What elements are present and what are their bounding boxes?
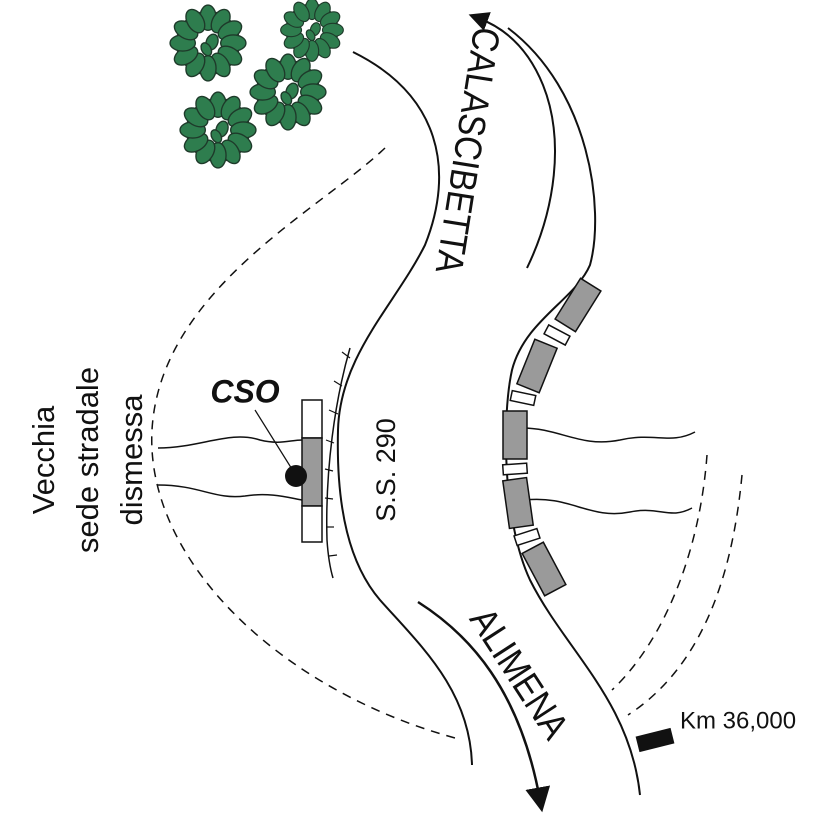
- dashed-line: [611, 454, 708, 691]
- station-point-icon: [285, 465, 307, 487]
- old-road-line-1: Vecchia: [26, 405, 61, 514]
- cso-leader: [254, 409, 296, 475]
- kilometer-marker-label: Km 36,000: [680, 707, 796, 734]
- dashed-line: [627, 474, 743, 716]
- road-edge-left: [336, 51, 473, 766]
- direction-arrow-icon: [417, 600, 551, 813]
- station-label: CSO: [210, 373, 279, 409]
- wavy-line: [157, 484, 303, 501]
- old-road-dashed: [151, 147, 456, 739]
- tree-icon: [248, 52, 328, 132]
- road-name-label: S.S. 290: [371, 418, 401, 522]
- wavy-line: [521, 427, 696, 443]
- direction-arrow-icon: [468, 12, 556, 269]
- tree-icon: [168, 3, 248, 83]
- old-road-line-3: dismessa: [114, 394, 149, 526]
- wavy-line: [157, 436, 303, 449]
- guardrail-ticks: [324, 351, 351, 557]
- guardrail: [326, 347, 351, 579]
- cso-structure: [301, 399, 323, 543]
- block-column: [501, 277, 602, 597]
- tree-icon: [279, 0, 345, 63]
- kilometer-marker-icon: [635, 727, 675, 753]
- old-road-label: Vecchia sede stradale dismessa: [26, 367, 149, 553]
- direction-label-north: CALASCIBETTA: [427, 24, 508, 276]
- tree-icon: [178, 90, 258, 170]
- wavy-line: [524, 498, 693, 515]
- road-edge-right: [504, 27, 641, 796]
- old-road-line-2: sede stradale: [70, 367, 105, 553]
